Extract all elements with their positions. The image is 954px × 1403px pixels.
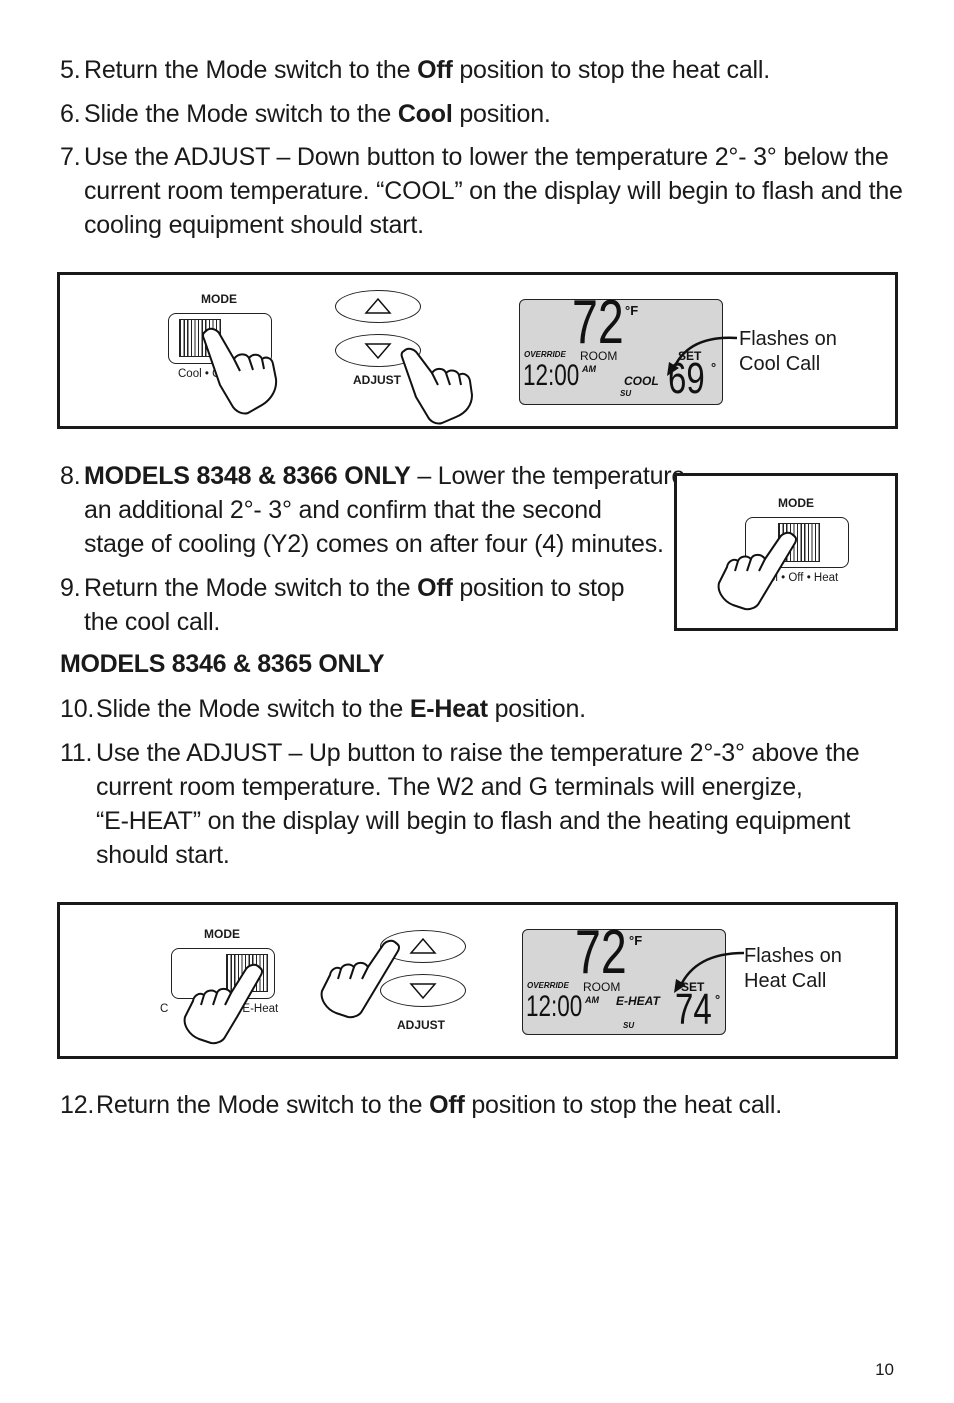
step-text-line: the cool call. (84, 608, 221, 636)
set-label: SET (681, 980, 705, 994)
am-pm-indicator: AM (582, 364, 596, 374)
step-text-line: cooling equipment should start. (84, 211, 424, 239)
override-indicator: OVERRIDE (524, 350, 566, 359)
pointing-hand-icon (717, 531, 798, 611)
step-text-line: “E-HEAT” on the display will begin to fl… (96, 807, 851, 835)
room-label: ROOM (580, 349, 618, 363)
step-8: 8. MODELS 8348 & 8366 ONLY – Lower the t… (60, 459, 685, 561)
adjust-down-button[interactable] (380, 974, 466, 1007)
am-pm-indicator: AM (585, 995, 599, 1005)
step-bold: Off (429, 1091, 465, 1119)
step-number: 8. (60, 462, 81, 490)
pointing-hand-icon (201, 327, 278, 415)
step-text-line: an additional 2°- 3° and confirm that th… (84, 496, 602, 524)
step-number: 7. (60, 143, 81, 171)
room-label: ROOM (583, 980, 621, 994)
day-indicator: SU (620, 389, 632, 398)
temperature-unit: °F (625, 303, 639, 318)
step-9: 9. Return the Mode switch to the Off pos… (60, 571, 660, 639)
step-10: 10. Slide the Mode switch to the E-Heat … (60, 692, 920, 726)
step-text-line: should start. (96, 841, 230, 869)
clock-time: 12:00 (526, 990, 583, 1023)
step-text-line: current room temperature. “COOL” on the … (84, 177, 903, 205)
step-text-line: stage of cooling (Y2) comes on after fou… (84, 530, 664, 558)
pointing-hand-icon (183, 963, 264, 1045)
mode-switch-positions: Cool • O (178, 368, 222, 380)
step-text: Slide the Mode switch to the (96, 695, 410, 723)
step-text: Slide the Mode switch to the (84, 100, 398, 128)
set-degree: ° (711, 360, 717, 375)
day-indicator: SU (623, 1021, 635, 1030)
mode-switch-position-left: C (160, 1003, 169, 1015)
step-number: 6. (60, 100, 81, 128)
room-temperature: 72 (575, 918, 627, 987)
step-5: 5. Return the Mode switch to the Off pos… (60, 53, 920, 87)
mode-indicator-eheat: E-HEAT (616, 994, 660, 1008)
callout-line: Heat Call (744, 970, 827, 992)
step-text: Return the Mode switch to the (84, 56, 418, 84)
thermostat-display: 72 °F OVERRIDE ROOM SET 12:00 AM E-HEAT … (522, 922, 726, 1035)
set-degree: ° (715, 992, 721, 1007)
step-text: position to stop the heat call. (452, 56, 770, 84)
callout-line: Flashes on (744, 945, 842, 967)
triangle-up-icon (409, 937, 437, 954)
adjust-up-button[interactable] (335, 290, 421, 323)
step-text: position. (487, 695, 587, 723)
mode-label: MODE (201, 292, 237, 306)
mode-indicator-cool: COOL (624, 374, 659, 388)
step-bold: MODELS 8348 & 8366 ONLY (84, 462, 411, 490)
step-bold: Off (417, 56, 453, 84)
mode-label: MODE (778, 496, 814, 510)
step-text-line: Use the ADJUST – Up button to raise the … (96, 739, 860, 767)
set-temperature: 69 (668, 354, 705, 403)
triangle-down-icon (409, 983, 437, 1000)
step-number: 5. (60, 56, 81, 84)
thermostat-display: 72 °F OVERRIDE ROOM SET 12:00 AM COOL 69… (519, 292, 723, 405)
mode-switch-positions: ol • Off • Heat (769, 572, 839, 584)
figure-heat-call: MODE C eat • E-Heat ADJUST 72 °F OVERRID… (57, 902, 898, 1059)
callout-flashes-heat: Flashes on Heat Call (744, 944, 842, 994)
step-bold: E-Heat (409, 695, 488, 723)
callout-line: Flashes on (739, 328, 837, 350)
callout-flashes-cool: Flashes on Cool Call (739, 327, 837, 377)
override-indicator: OVERRIDE (527, 981, 569, 990)
step-text-line: Use the ADJUST – Down button to lower th… (84, 143, 889, 171)
step-text: position to stop (452, 574, 625, 602)
temperature-unit: °F (629, 933, 643, 948)
step-11: 11. Use the ADJUST – Up button to raise … (60, 736, 920, 872)
step-number: 9. (60, 574, 81, 602)
step-12: 12. Return the Mode switch to the Off po… (60, 1088, 920, 1122)
adjust-label: ADJUST (397, 1018, 446, 1032)
step-number: 10. (60, 695, 95, 723)
figure-mode-switch-cool: MODE ol • Off • Heat (674, 473, 898, 631)
section-heading: MODELS 8346 & 8365 ONLY (60, 650, 385, 678)
step-text: Return the Mode switch to the (84, 574, 418, 602)
mode-label: MODE (204, 927, 240, 941)
step-bold: Off (417, 574, 453, 602)
callout-arrow (667, 336, 738, 376)
pointing-hand-icon (320, 939, 401, 1019)
page-number: 10 (875, 1360, 894, 1379)
callout-line: Cool Call (739, 353, 821, 375)
clock-time: 12:00 (523, 359, 580, 392)
pointing-hand-icon (400, 347, 473, 425)
room-temperature: 72 (572, 288, 624, 357)
step-text: – Lower the temperature (410, 462, 686, 490)
step-number: 11. (60, 739, 93, 767)
step-text: position to stop the heat call. (464, 1091, 782, 1119)
triangle-up-icon (364, 297, 392, 314)
step-number: 12. (60, 1091, 95, 1119)
triangle-down-icon (364, 343, 392, 360)
figure-cool-call: MODE Cool • O ADJUST 72 °F OVERRIDE ROOM… (57, 272, 898, 429)
step-text: Return the Mode switch to the (96, 1091, 430, 1119)
step-7: 7. Use the ADJUST – Down button to lower… (60, 140, 920, 242)
step-text-line: current room temperature. The W2 and G t… (96, 773, 803, 801)
step-6: 6. Slide the Mode switch to the Cool pos… (60, 97, 920, 131)
step-bold: Cool (397, 100, 453, 128)
adjust-label: ADJUST (353, 373, 402, 387)
step-text: position. (452, 100, 551, 128)
callout-arrow (674, 951, 745, 993)
set-temperature: 74 (675, 985, 712, 1034)
